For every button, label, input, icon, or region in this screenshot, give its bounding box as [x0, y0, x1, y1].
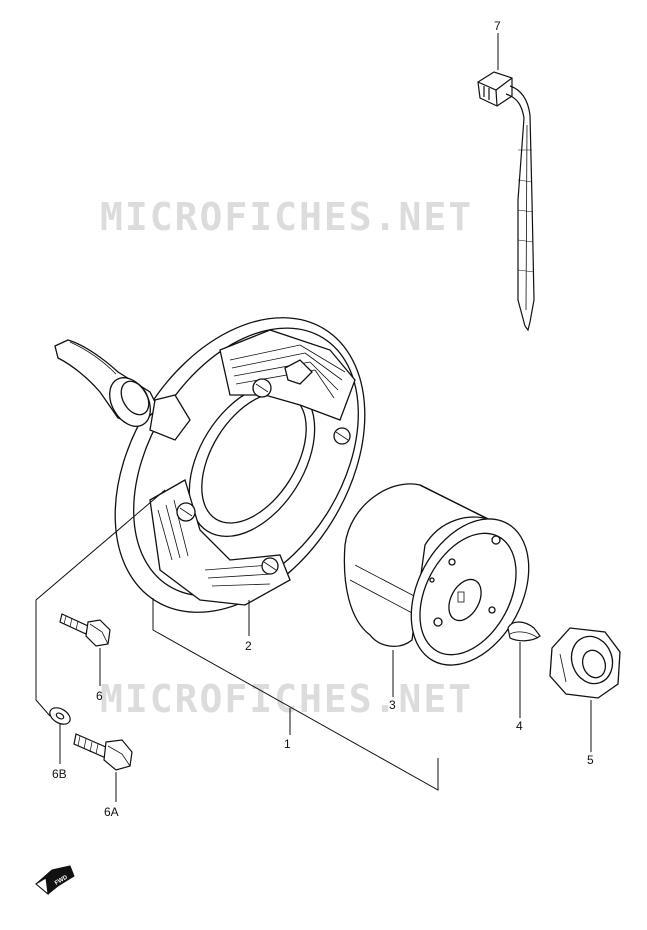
- wire-harness: [477, 71, 535, 332]
- stator-assembly: [54, 317, 366, 613]
- fwd-arrow-badge: FWD: [35, 865, 75, 896]
- callout-1: 1: [284, 737, 291, 751]
- callout-6a: 6A: [104, 805, 119, 819]
- bolt: [59, 613, 111, 647]
- callout-6: 6: [96, 689, 103, 703]
- rotor: [343, 483, 530, 666]
- callout-2: 2: [245, 639, 252, 653]
- washer: [49, 707, 71, 725]
- callout-4: 4: [516, 719, 523, 733]
- callout-3: 3: [389, 698, 396, 712]
- callout-5: 5: [587, 753, 594, 767]
- leader-lines: [35, 33, 592, 802]
- nut: [549, 627, 621, 699]
- callout-labels: 7 2 3 4 5 6 6A 6B 1: [52, 19, 594, 819]
- callout-7: 7: [494, 19, 501, 33]
- bolt-a: [73, 733, 133, 771]
- key: [507, 621, 541, 642]
- watermark-bottom: MICROFICHES.NET: [100, 677, 473, 721]
- watermark-top: MICROFICHES.NET: [100, 195, 473, 239]
- callout-6b: 6B: [52, 767, 67, 781]
